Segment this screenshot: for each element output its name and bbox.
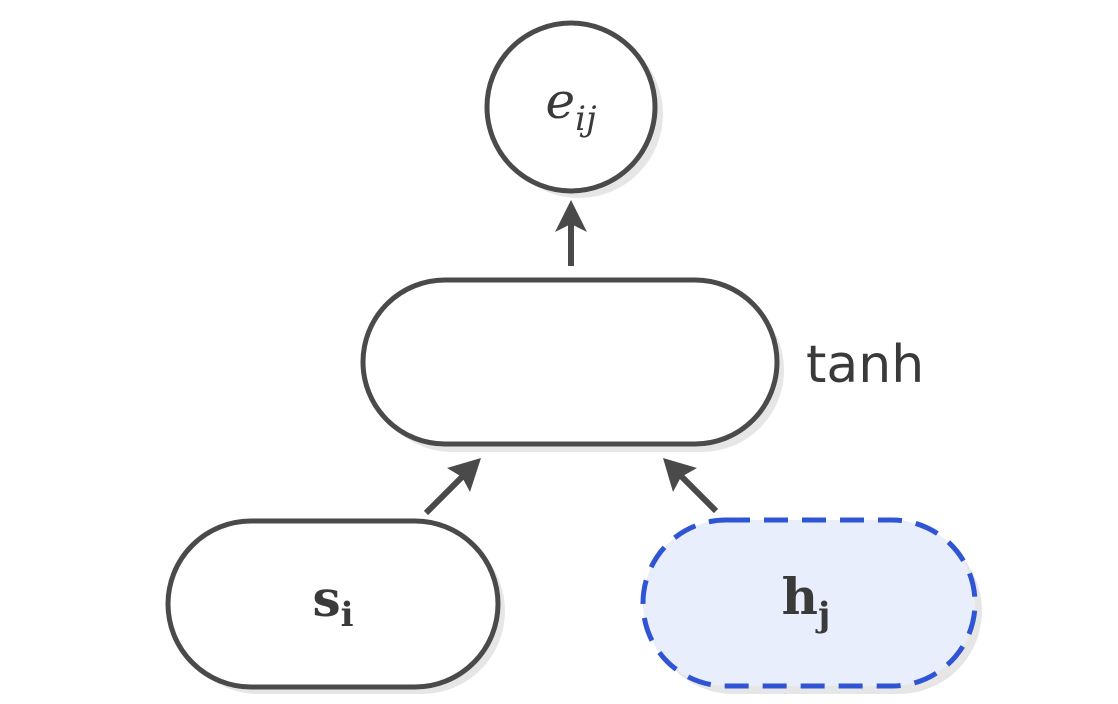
arrow-s-to-tanh [423,458,481,516]
s-i-base: s [312,569,340,628]
e-ij-base: e [545,72,575,130]
h-j-base: h [782,567,818,626]
s-i-subscript: i [341,595,354,635]
e-ij-node: eij [484,20,663,198]
e-ij-label: eij [545,72,596,139]
s-i-node: si [165,518,505,694]
arrow-h-to-tanh [663,458,719,514]
s-i-label: si [312,569,353,635]
h-j-subscript: j [815,595,830,635]
tanh-node [360,277,784,452]
arrow-tanh-to-e [555,200,587,266]
tanh-label: tanh [806,335,924,395]
h-j-label: hj [782,567,831,635]
h-j-node: hj [640,517,982,694]
e-ij-subscript: ij [575,99,597,139]
